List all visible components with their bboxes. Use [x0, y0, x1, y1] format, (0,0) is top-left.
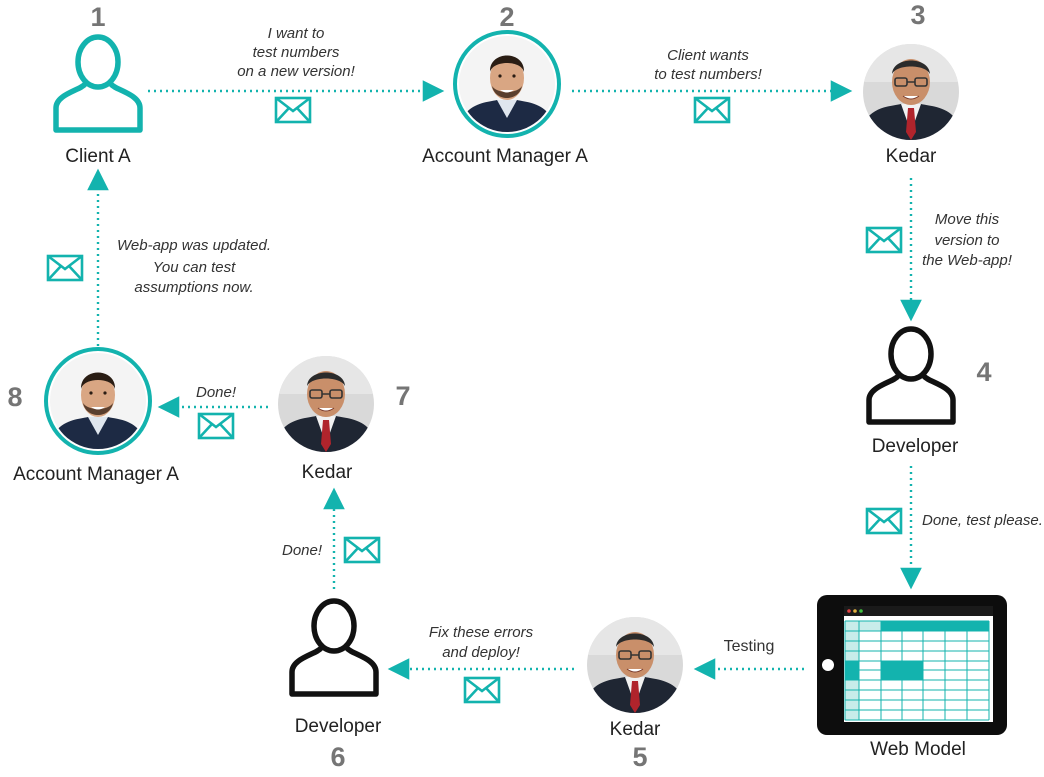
- node-account-manager-2: 2 Account Manager A: [422, 2, 588, 167]
- connector-lines: [87, 80, 922, 680]
- svg-text:Fix these errors: Fix these errors: [429, 624, 534, 641]
- step-number: 5: [632, 742, 647, 772]
- envelope-icon: [865, 226, 903, 254]
- svg-text:I want to: I want to: [268, 25, 325, 42]
- node-developer-4: 4 Developer: [869, 329, 992, 457]
- svg-text:on a new version!: on a new version!: [237, 63, 355, 80]
- svg-text:Client wants: Client wants: [667, 47, 749, 64]
- node-label: Kedar: [302, 462, 353, 483]
- message-6-to-7: Done!: [282, 542, 323, 559]
- svg-text:Move this: Move this: [935, 211, 1000, 228]
- node-account-manager-8: 8 Account Manager A: [7, 347, 179, 485]
- step-number: 7: [395, 381, 410, 411]
- step-number: 8: [7, 382, 22, 412]
- message-3-to-4: Move this version to the Web-app!: [922, 211, 1013, 269]
- svg-text:Web-app was updated.: Web-app was updated.: [117, 237, 271, 254]
- svg-text:Done!: Done!: [196, 384, 237, 401]
- step-number: 2: [499, 2, 514, 32]
- node-kedar-3: 3 Kedar: [861, 0, 961, 167]
- person-outline-icon: [56, 37, 140, 130]
- envelope-icon: [274, 96, 312, 124]
- message-8-to-1: Web-app was updated. You can test assump…: [117, 237, 271, 296]
- step-number: 6: [330, 742, 345, 772]
- envelope-icon: [463, 676, 501, 704]
- node-web-model: Web Model: [817, 595, 1007, 760]
- avatar: [276, 354, 376, 454]
- svg-text:and deploy!: and deploy!: [442, 644, 520, 661]
- svg-text:test numbers: test numbers: [253, 44, 340, 61]
- node-label: Developer: [295, 716, 382, 737]
- person-outline-icon: [869, 329, 953, 422]
- step-number: 3: [910, 0, 925, 30]
- envelope-icon: [693, 96, 731, 124]
- message-1-to-2: I want to test numbers on a new version!: [237, 25, 355, 80]
- message-7-to-8: Done!: [196, 384, 237, 401]
- envelope-icon: [197, 412, 235, 440]
- avatar: [861, 42, 961, 142]
- step-number: 4: [976, 357, 991, 387]
- tablet-spreadsheet-icon: [817, 595, 1007, 735]
- svg-text:You can test: You can test: [153, 259, 236, 276]
- node-client-a: 1 Client A: [56, 2, 140, 167]
- node-kedar-5: Kedar 5: [585, 615, 685, 772]
- message-5-to-6: Fix these errors and deploy!: [429, 624, 534, 661]
- svg-text:Done!: Done!: [282, 542, 323, 559]
- svg-text:Testing: Testing: [724, 638, 775, 655]
- svg-text:the Web-app!: the Web-app!: [922, 252, 1013, 269]
- node-label: Account Manager A: [13, 464, 179, 485]
- node-label: Account Manager A: [422, 146, 588, 167]
- node-kedar-7: 7 Kedar: [276, 354, 411, 483]
- svg-text:assumptions now.: assumptions now.: [134, 279, 253, 296]
- node-label: Developer: [872, 436, 959, 457]
- message-4-to-model: Done, test please.: [922, 512, 1043, 529]
- node-label: Client A: [65, 146, 131, 167]
- envelope-icon: [343, 536, 381, 564]
- node-label: Kedar: [886, 146, 937, 167]
- svg-text:version to: version to: [934, 232, 999, 249]
- svg-text:to test numbers!: to test numbers!: [654, 66, 762, 83]
- step-number: 1: [90, 2, 105, 32]
- person-outline-icon: [292, 601, 376, 694]
- message-2-to-3: Client wants to test numbers!: [654, 47, 762, 83]
- node-label: Kedar: [610, 719, 661, 740]
- envelope-icon: [46, 254, 84, 282]
- svg-text:Done, test please.: Done, test please.: [922, 512, 1043, 529]
- node-label: Web Model: [870, 739, 966, 760]
- message-model-to-5: Testing: [724, 638, 775, 655]
- envelope-icon: [865, 507, 903, 535]
- avatar: [585, 615, 685, 715]
- node-developer-6: Developer 6: [292, 601, 382, 772]
